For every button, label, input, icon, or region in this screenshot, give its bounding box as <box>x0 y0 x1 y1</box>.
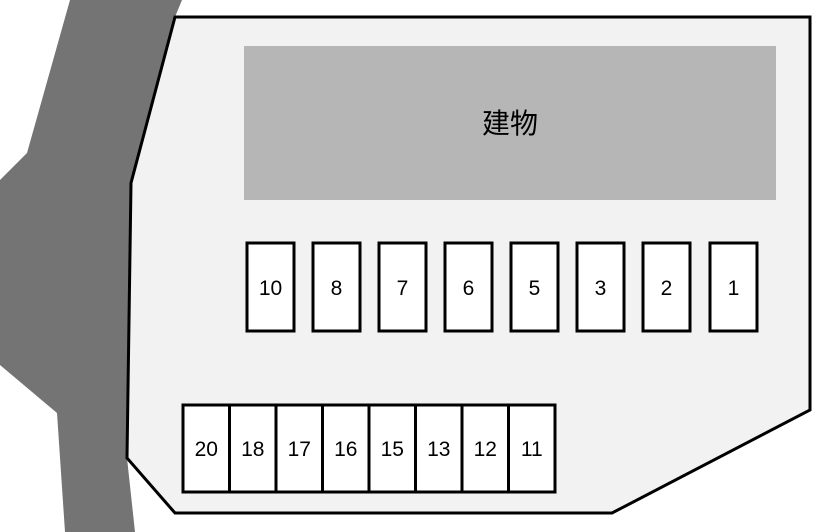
space-number: 10 <box>259 277 282 300</box>
parking-space[interactable]: 1 <box>710 243 757 331</box>
space-number: 7 <box>397 277 409 300</box>
parking-space[interactable]: 11 <box>509 405 556 492</box>
space-number: 5 <box>529 277 541 300</box>
space-number: 2 <box>661 277 673 300</box>
space-number: 16 <box>334 438 357 461</box>
parking-space[interactable]: 8 <box>313 243 360 331</box>
parking-space[interactable]: 18 <box>230 405 277 492</box>
bottom-row-spaces: 20 18 17 16 15 13 12 11 <box>183 405 555 492</box>
parking-space[interactable]: 17 <box>276 405 323 492</box>
parking-space[interactable]: 6 <box>445 243 492 331</box>
parking-space[interactable]: 13 <box>416 405 463 492</box>
building-label: 建物 <box>482 107 538 140</box>
space-number: 17 <box>288 438 311 461</box>
space-number: 6 <box>463 277 475 300</box>
parking-space[interactable]: 16 <box>323 405 370 492</box>
space-number: 12 <box>474 438 497 461</box>
parking-space[interactable]: 5 <box>511 243 558 331</box>
parking-space[interactable]: 2 <box>643 243 690 331</box>
parking-space[interactable]: 20 <box>183 405 230 492</box>
parking-space[interactable]: 12 <box>462 405 509 492</box>
space-number: 18 <box>241 438 264 461</box>
space-number: 15 <box>381 438 404 461</box>
parking-space[interactable]: 7 <box>379 243 426 331</box>
space-number: 20 <box>195 438 218 461</box>
building: 建物 <box>244 46 776 200</box>
parking-space[interactable]: 15 <box>369 405 416 492</box>
space-number: 13 <box>427 438 450 461</box>
space-number: 1 <box>728 277 740 300</box>
space-number: 8 <box>331 277 343 300</box>
space-number: 3 <box>595 277 607 300</box>
space-number: 11 <box>521 438 543 461</box>
parking-space[interactable]: 3 <box>577 243 624 331</box>
parking-space[interactable]: 10 <box>247 243 294 331</box>
